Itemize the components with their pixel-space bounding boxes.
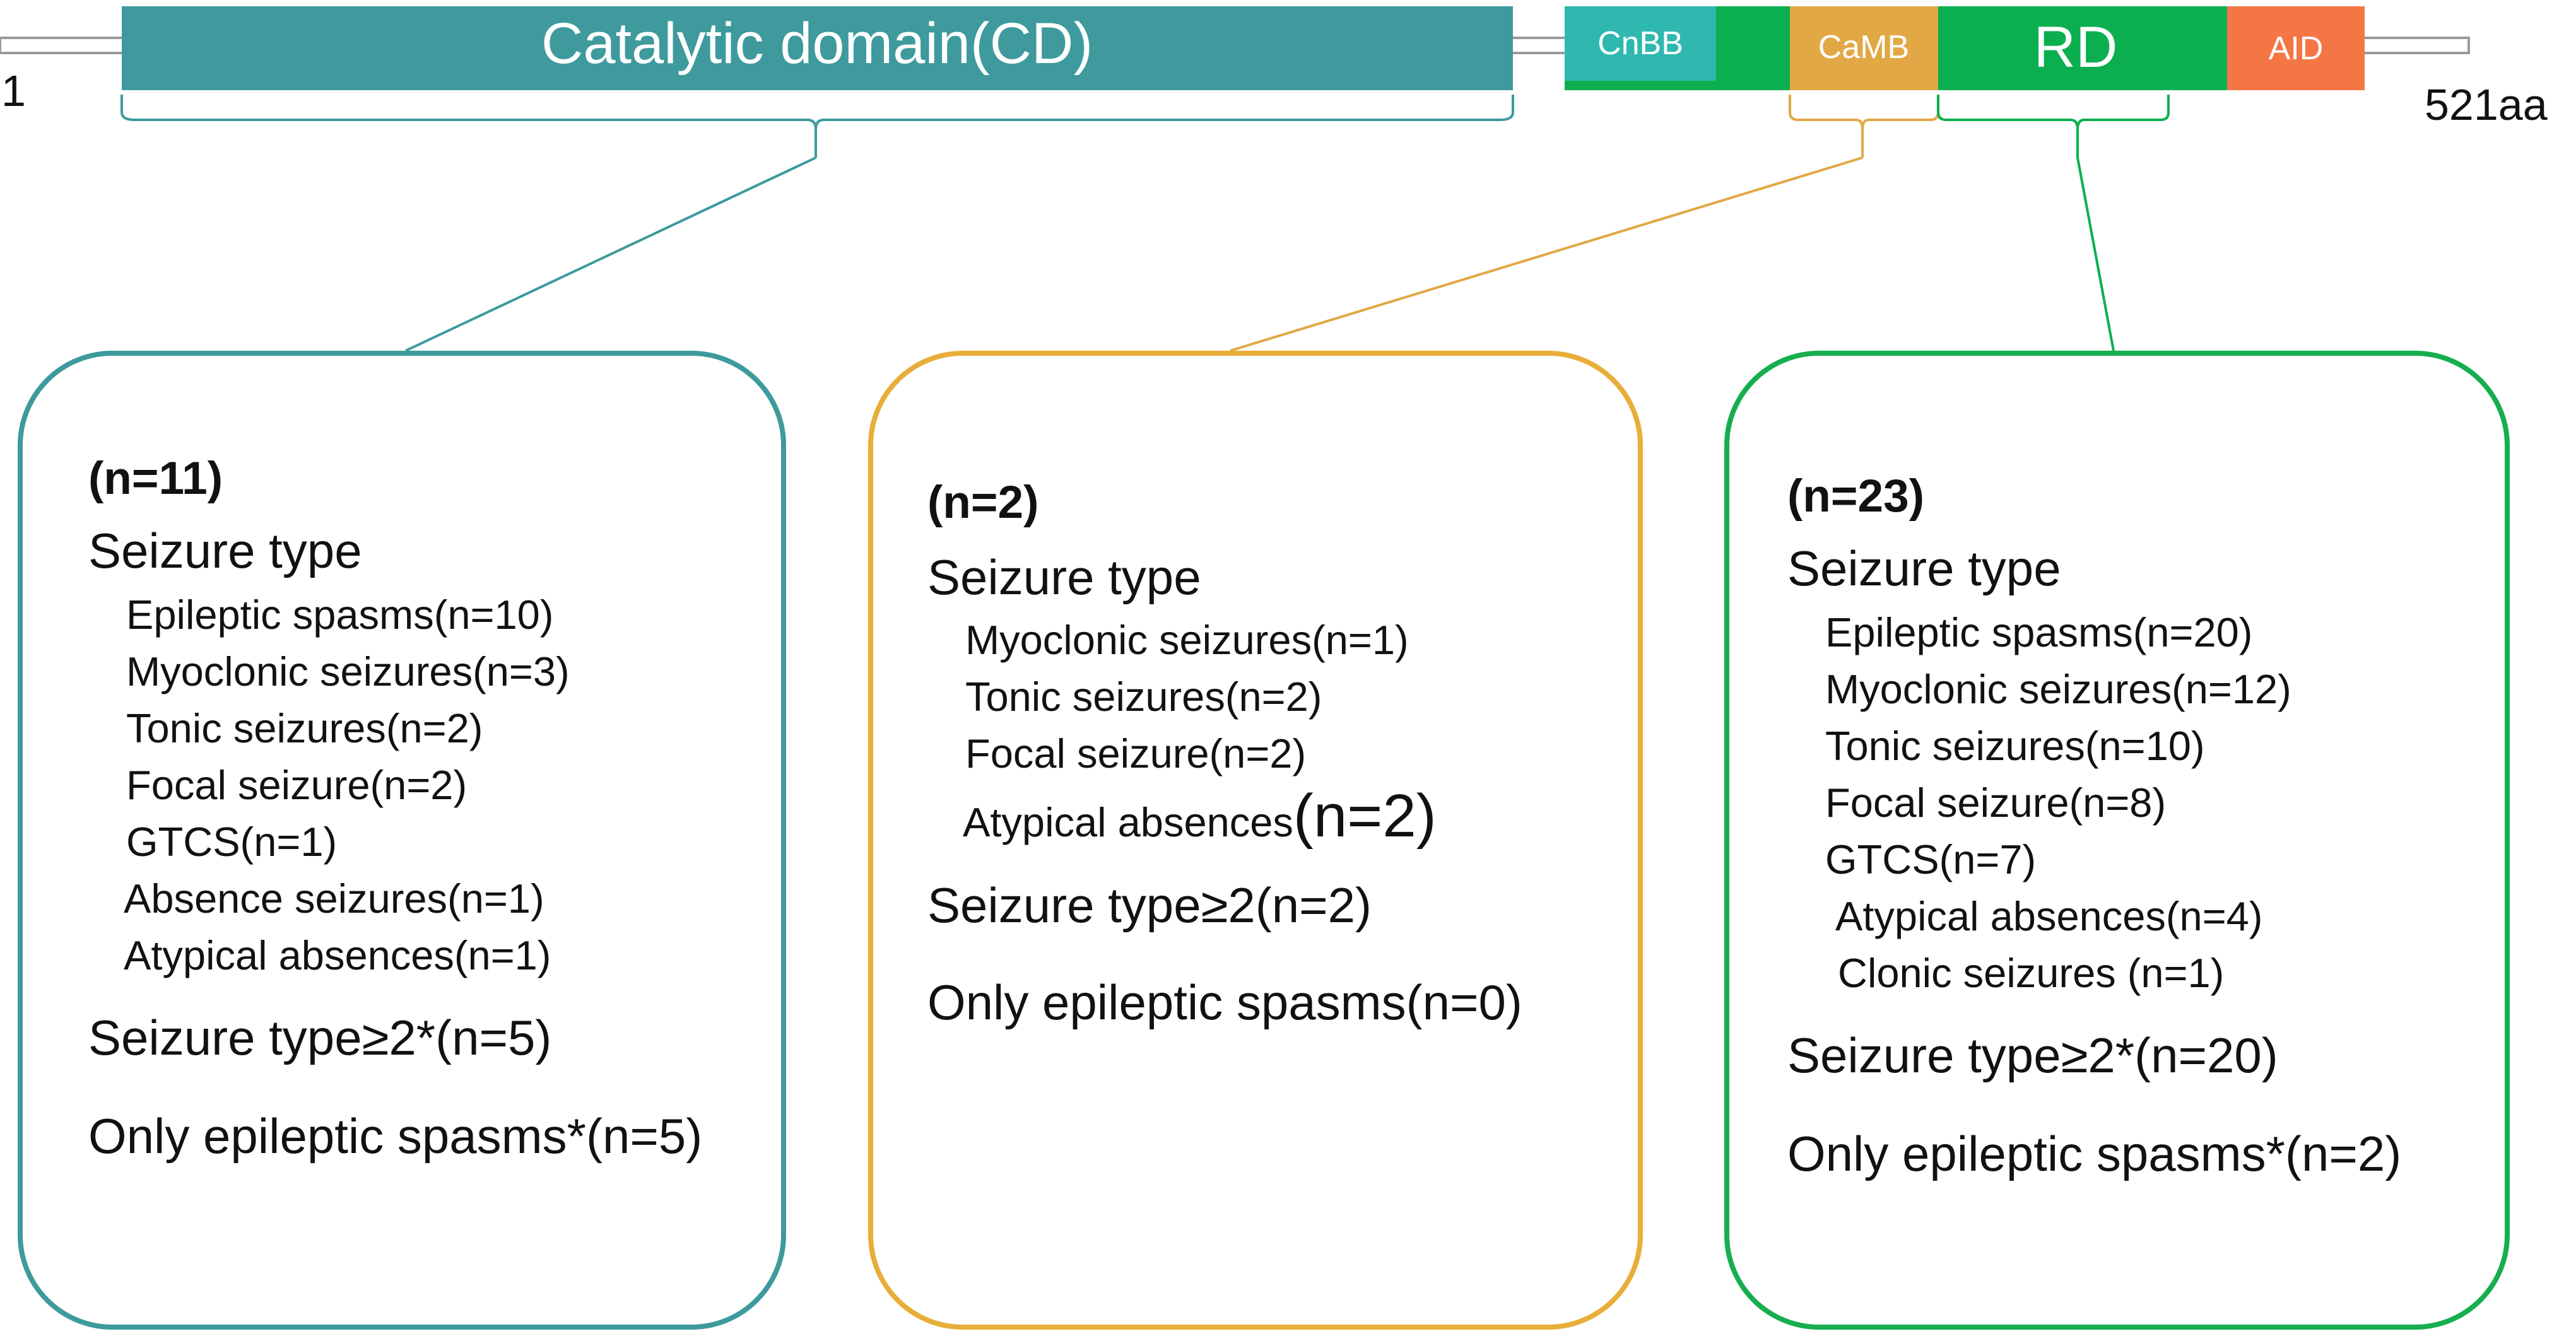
panel-cd-item: GTCS(n=1) <box>126 819 338 865</box>
domain-cd <box>122 6 1513 90</box>
connector-cd <box>405 156 816 352</box>
panel-cd-summary-spasms: Only epileptic spasms*(n=5) <box>88 1108 703 1164</box>
panel-rd-item: Atypical absences(n=4) <box>1835 893 2263 939</box>
panel-rd-item: Clonic seizures (n=1) <box>1838 950 2225 996</box>
panel-rd-count: (n=23) <box>1787 471 1925 522</box>
panel-cd-count: (n=11) <box>88 453 223 504</box>
brace-camb <box>1789 95 1939 158</box>
panel-cd-item: Atypical absences(n=1) <box>124 932 551 978</box>
domain-cd-label: Catalytic domain(CD) <box>541 11 1093 76</box>
panel-rd-summary-spasms: Only epileptic spasms*(n=2) <box>1787 1126 2402 1181</box>
connector-rd <box>2076 157 2115 351</box>
panel-camb-summary-multi: Seizure type≥2(n=2) <box>927 877 1372 933</box>
panel-rd-summary-multi: Seizure type≥2*(n=20) <box>1787 1028 2278 1083</box>
panel-rd-item: Tonic seizures(n=10) <box>1825 723 2205 769</box>
panel-camb-item: Myoclonic seizures(n=1) <box>965 617 1409 663</box>
start-position-label: 1 <box>1 66 26 115</box>
panel-cd-summary-multi: Seizure type≥2*(n=5) <box>88 1010 552 1065</box>
protein-backbone-middle <box>1510 37 1569 54</box>
panel-camb-item: Tonic seizures(n=2) <box>965 674 1322 720</box>
panel-cd-heading: Seizure type <box>88 523 362 578</box>
panel-rd-item: Focal seizure(n=8) <box>1825 780 2167 826</box>
panel-rd-item: Myoclonic seizures(n=12) <box>1825 666 2291 712</box>
domain-aid <box>2227 6 2365 90</box>
panel-camb-count: (n=2) <box>927 477 1039 528</box>
panel-camb-heading: Seizure type <box>927 549 1201 605</box>
protein-backbone-right <box>2361 37 2470 54</box>
panel-camb-item: Focal seizure(n=2) <box>965 730 1307 776</box>
domain-aid-label: AID <box>2269 30 2324 67</box>
panel-camb-item-atypical-count: (n=2) <box>1293 782 1437 850</box>
domain-rd-label: RD <box>2034 15 2118 79</box>
domain-cnbb-label: CnBB <box>1597 25 1683 62</box>
domain-camb <box>1790 6 1938 90</box>
panel-camb-summary-spasms: Only epileptic spasms(n=0) <box>927 975 1522 1030</box>
panel-cd-item: Tonic seizures(n=2) <box>126 705 483 751</box>
panel-rd-item: GTCS(n=7) <box>1825 836 2037 882</box>
connector-camb <box>1230 156 1863 352</box>
domain-cnbb <box>1565 6 1716 81</box>
end-position-label: 521aa <box>2425 80 2548 129</box>
brace-rd <box>1937 95 2170 158</box>
panel-camb-item-atypical: Atypical absences(n=2) <box>963 786 1437 846</box>
panel-cd-item: Myoclonic seizures(n=3) <box>126 648 570 694</box>
domain-camb-label: CaMB <box>1818 29 1909 66</box>
panel-rd: (n=23) Seizure type Epileptic spasms(n=2… <box>1724 351 2510 1330</box>
panel-cd-item: Absence seizures(n=1) <box>124 875 544 922</box>
panel-camb: (n=2) Seizure type Myoclonic seizures(n=… <box>868 351 1643 1330</box>
panel-camb-item-atypical-text: Atypical absences <box>963 799 1293 845</box>
panel-rd-item: Epileptic spasms(n=20) <box>1825 609 2253 655</box>
panel-cd: (n=11) Seizure type Epileptic spasms(n=1… <box>18 351 786 1330</box>
panel-cd-item: Focal seizure(n=2) <box>126 762 468 808</box>
panel-cd-item: Epileptic spasms(n=10) <box>126 592 554 638</box>
panel-rd-heading: Seizure type <box>1787 541 2061 596</box>
brace-cd <box>121 95 1514 158</box>
protein-backbone-left <box>0 37 124 54</box>
